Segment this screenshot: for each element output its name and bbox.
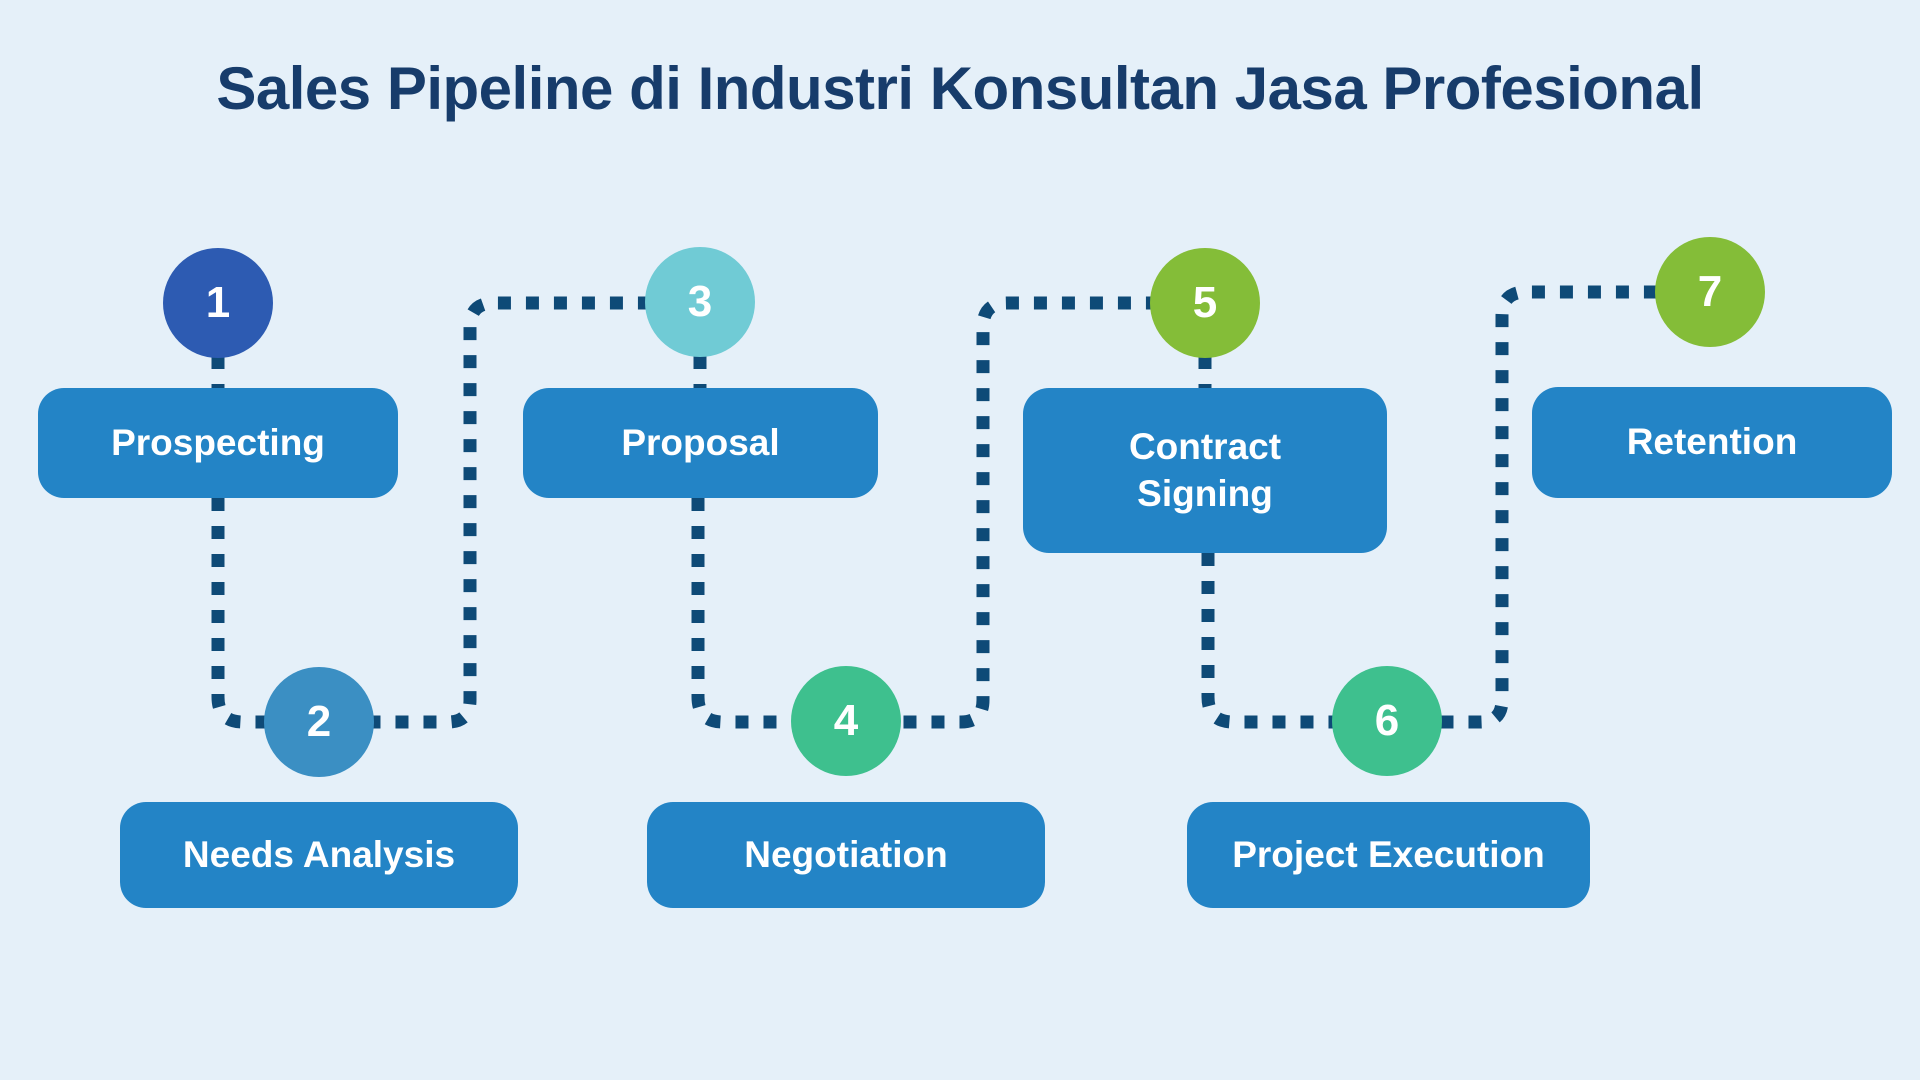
step-number-7: 7 xyxy=(1697,267,1723,316)
step-circle-1: 1 xyxy=(163,248,273,358)
step-label-retention: Retention xyxy=(1626,421,1798,463)
step-box-proposal: Proposal xyxy=(523,388,878,498)
step-box-negotiation: Negotiation xyxy=(647,802,1045,908)
step-label-needs-analysis: Needs Analysis xyxy=(182,833,456,875)
step-box-prospecting: Prospecting xyxy=(38,388,398,498)
step-circle-2: 2 xyxy=(264,667,374,777)
step-label-contract-signing: Contract Signing xyxy=(1128,426,1282,514)
connector-step1-to-step3 xyxy=(211,296,646,729)
step-label-prospecting: Prospecting xyxy=(111,421,325,463)
step-number-4: 4 xyxy=(833,696,859,745)
step-number-3: 3 xyxy=(687,277,713,326)
step-circle-7: 7 xyxy=(1655,237,1765,347)
step-circle-6: 6 xyxy=(1332,666,1442,776)
step-box-project-execution: Project Execution xyxy=(1187,802,1590,908)
step-box-retention: Retention xyxy=(1532,387,1892,498)
step-number-6: 6 xyxy=(1374,696,1400,745)
step-number-1: 1 xyxy=(205,278,231,327)
step-circle-3: 3 xyxy=(645,247,755,357)
page-title: Sales Pipeline di Industri Konsultan Jas… xyxy=(216,55,1704,122)
step-number-5: 5 xyxy=(1192,278,1218,327)
step-box-needs-analysis: Needs Analysis xyxy=(120,802,518,908)
step-number-2: 2 xyxy=(306,697,332,746)
step-circle-5: 5 xyxy=(1150,248,1260,358)
step-label-negotiation: Negotiation xyxy=(744,833,948,875)
step-circle-4: 4 xyxy=(791,666,901,776)
step-label-proposal: Proposal xyxy=(621,421,780,463)
step-label-project-execution: Project Execution xyxy=(1232,833,1545,875)
step-box-contract-signing: Contract Signing xyxy=(1023,388,1387,553)
